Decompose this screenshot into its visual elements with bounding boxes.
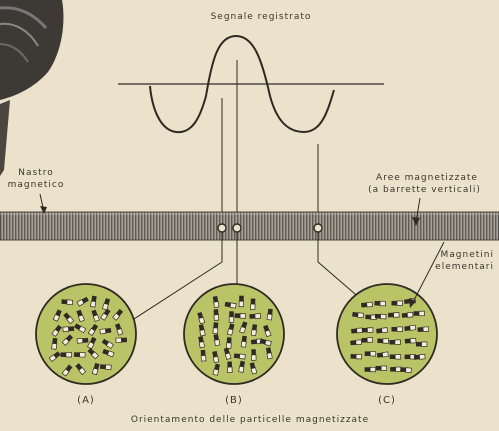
elementary-magnet: [413, 311, 424, 316]
elementary-magnet: [365, 351, 376, 356]
magnified-circle-c: [337, 284, 437, 384]
elementary-magnet: [389, 340, 400, 345]
elementary-magnet: [416, 342, 427, 347]
elementary-magnet: [405, 338, 416, 343]
circle-label-c: (C): [363, 395, 411, 406]
elementary-magnet: [226, 337, 231, 348]
elementary-magnet: [414, 354, 425, 359]
elementary-magnet: [365, 367, 376, 372]
elementary-magnet: [227, 362, 232, 373]
elementary-magnet: [63, 326, 74, 331]
elementary-magnet: [77, 338, 88, 343]
elementary-magnet: [365, 315, 376, 320]
magnified-circle-b: [184, 284, 284, 384]
elementary-magnet: [100, 364, 111, 369]
elementary-magnet: [350, 354, 361, 359]
caption: Orientamento delle particelle magnetizza…: [60, 415, 440, 426]
elementary-magnet: [229, 311, 234, 322]
elementary-magnet: [116, 338, 127, 343]
elementary-magnet: [250, 298, 255, 309]
elementary-magnet: [214, 309, 219, 320]
elementary-magnet: [390, 354, 401, 359]
elementary-magnet: [390, 367, 401, 372]
tape-label-line1: Nastro: [6, 168, 66, 179]
elementary-magnet: [239, 296, 244, 307]
elementary-magnet: [362, 338, 373, 343]
leader-line-c: [318, 232, 362, 300]
elementary-magnet: [361, 302, 372, 307]
signal-label: Segnale registrato: [196, 12, 326, 23]
elementary-magnet: [375, 314, 386, 319]
elementary-magnet: [249, 314, 260, 319]
circle-label-b: (B): [210, 395, 258, 406]
elementary-magnet: [392, 301, 403, 306]
sample-point-a: [218, 224, 226, 232]
elementary-magnet: [376, 366, 387, 371]
elementary-magnet: [388, 313, 399, 318]
elementary-magnet: [391, 327, 402, 332]
tape-pointer-arrow: [40, 194, 47, 214]
elementary-magnet: [201, 350, 206, 361]
areas-label-line1: Aree magnetizzate: [362, 173, 492, 184]
magnets-label-line1: Magnetini: [410, 250, 494, 261]
magnets-label-line2: elementari: [410, 262, 494, 273]
elementary-magnet: [417, 327, 428, 332]
tape-label-line2: magnetico: [6, 180, 66, 191]
elementary-magnet: [402, 312, 413, 317]
elementary-magnet: [374, 301, 385, 306]
areas-label-line2: (a barrette verticali): [352, 185, 497, 196]
elementary-magnet: [377, 338, 388, 343]
elementary-magnet: [234, 313, 245, 318]
elementary-magnet: [74, 352, 85, 357]
magnified-circle-a: [36, 284, 136, 384]
elementary-magnet: [213, 322, 218, 333]
tape-reel-photo: [0, 0, 63, 176]
circle-label-a: (A): [62, 395, 110, 406]
sample-point-c: [314, 224, 322, 232]
elementary-magnet: [362, 328, 373, 333]
magnetic-tape: [0, 212, 499, 240]
elementary-magnet: [60, 352, 71, 357]
elementary-magnet: [251, 349, 256, 360]
sample-point-b: [233, 224, 241, 232]
